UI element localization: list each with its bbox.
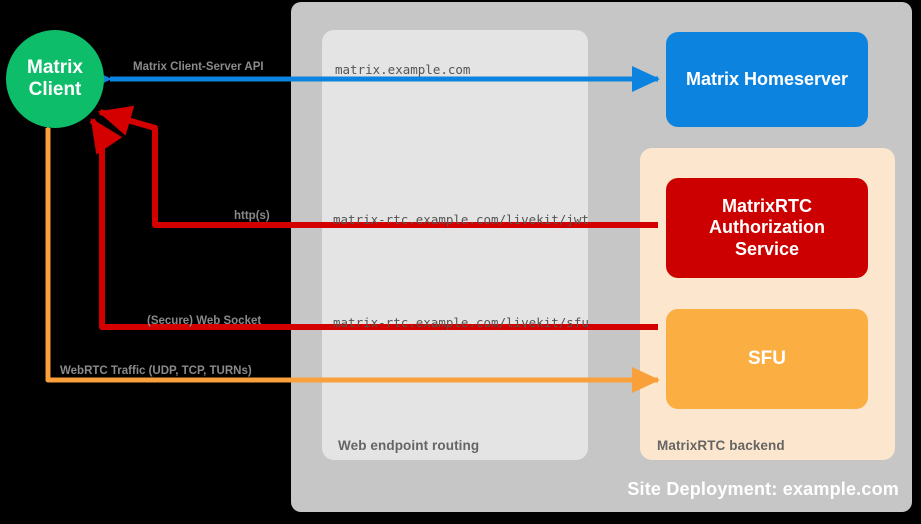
edge-http-jwt [97, 105, 658, 228]
edge-label-webrtc-traffic: WebRTC Traffic (UDP, TCP, TURNs) [60, 365, 252, 377]
node-matrix-client[interactable]: Matrix Client [6, 30, 104, 128]
edge-label-client-server-api: Matrix Client-Server API [133, 61, 264, 73]
auth-label-line3: Service [734, 238, 800, 259]
node-matrix-homeserver[interactable]: Matrix Homeserver [666, 32, 868, 127]
node-sfu[interactable]: SFU [666, 309, 868, 409]
matrix-client-label-line2: Client [28, 79, 82, 100]
endpoint-homeserver-url: matrix.example.com [335, 62, 471, 77]
edge-label-web-socket: (Secure) Web Socket [147, 315, 262, 327]
panel-caption-web-endpoint-routing: Web endpoint routing [338, 438, 480, 453]
matrix-homeserver-label: Matrix Homeserver [685, 68, 849, 89]
node-matrixrtc-authorization-service[interactable]: MatrixRTC Authorization Service [666, 178, 868, 278]
matrix-client-label-line1: Matrix [27, 56, 83, 78]
auth-label-line2: Authorization [709, 217, 825, 238]
auth-label-line1: MatrixRTC [721, 196, 812, 217]
endpoint-jwt-url: matrix-rtc.example.com/livekit/jwt [333, 212, 589, 227]
site-deployment-label: Site Deployment: example.com [627, 479, 899, 499]
endpoint-sfu-url: matrix-rtc.example.com/livekit/sfu [333, 315, 589, 330]
sfu-label: SFU [748, 347, 786, 369]
edge-label-http: http(s) [234, 210, 270, 222]
edge-webrtc-traffic [35, 102, 661, 393]
panel-caption-matrixrtc-backend: MatrixRTC backend [657, 438, 785, 453]
